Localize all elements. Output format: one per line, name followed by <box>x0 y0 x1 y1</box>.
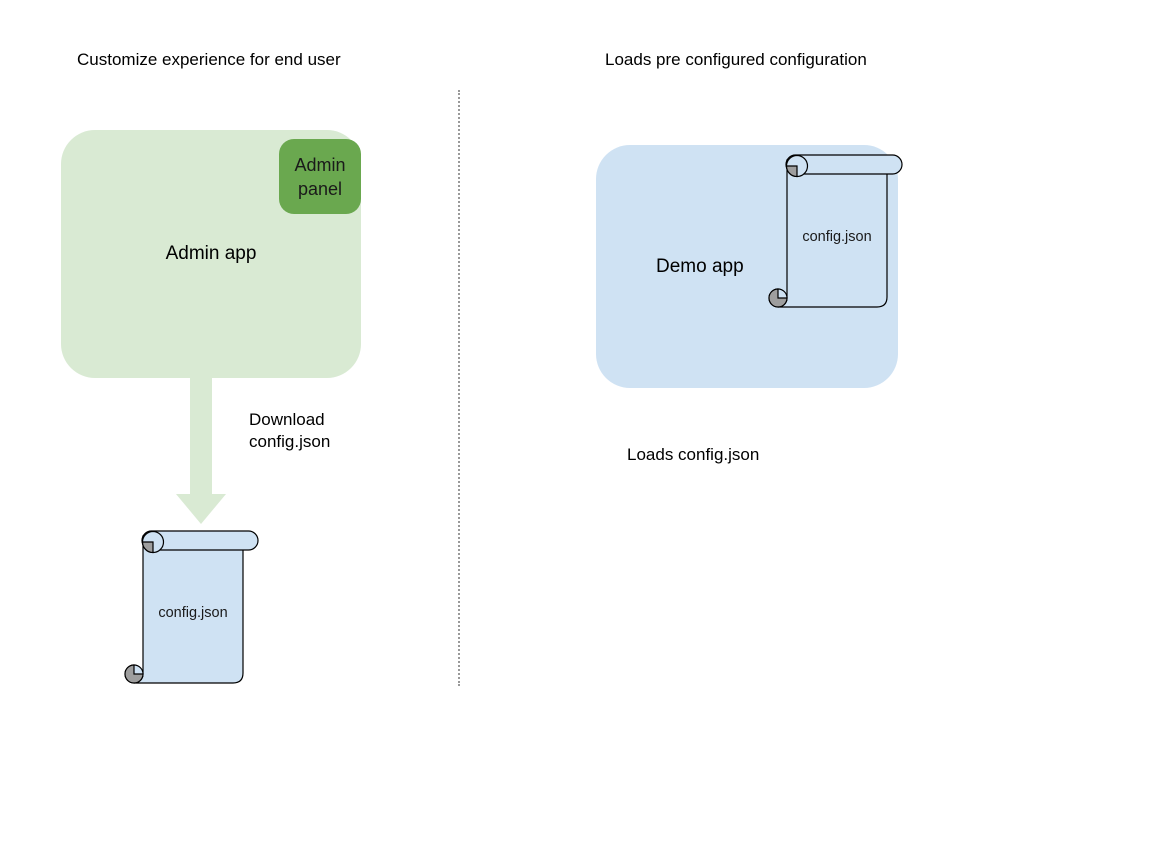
admin-panel-label: Admin panel <box>294 154 346 199</box>
admin-app-label: Admin app <box>165 243 257 264</box>
config-json-label: config.json <box>158 605 228 621</box>
admin-panel-shape: Admin panel <box>279 139 361 214</box>
loads-config-caption: Loads config.json <box>627 445 760 464</box>
download-arrow-label: Download config.json <box>249 410 331 451</box>
left-section-heading: Customize experience for end user <box>77 50 341 69</box>
right-section-heading: Loads pre configured configuration <box>605 50 867 69</box>
section-divider <box>458 90 460 686</box>
demo-app-label: Demo app <box>656 256 744 277</box>
config-json-scroll-icon <box>768 154 903 308</box>
config-json-scroll-icon <box>124 530 259 684</box>
admin-app-shape: Admin app Admin panel <box>61 130 361 378</box>
config-json-label: config.json <box>802 229 872 245</box>
download-arrow-icon <box>176 377 226 524</box>
